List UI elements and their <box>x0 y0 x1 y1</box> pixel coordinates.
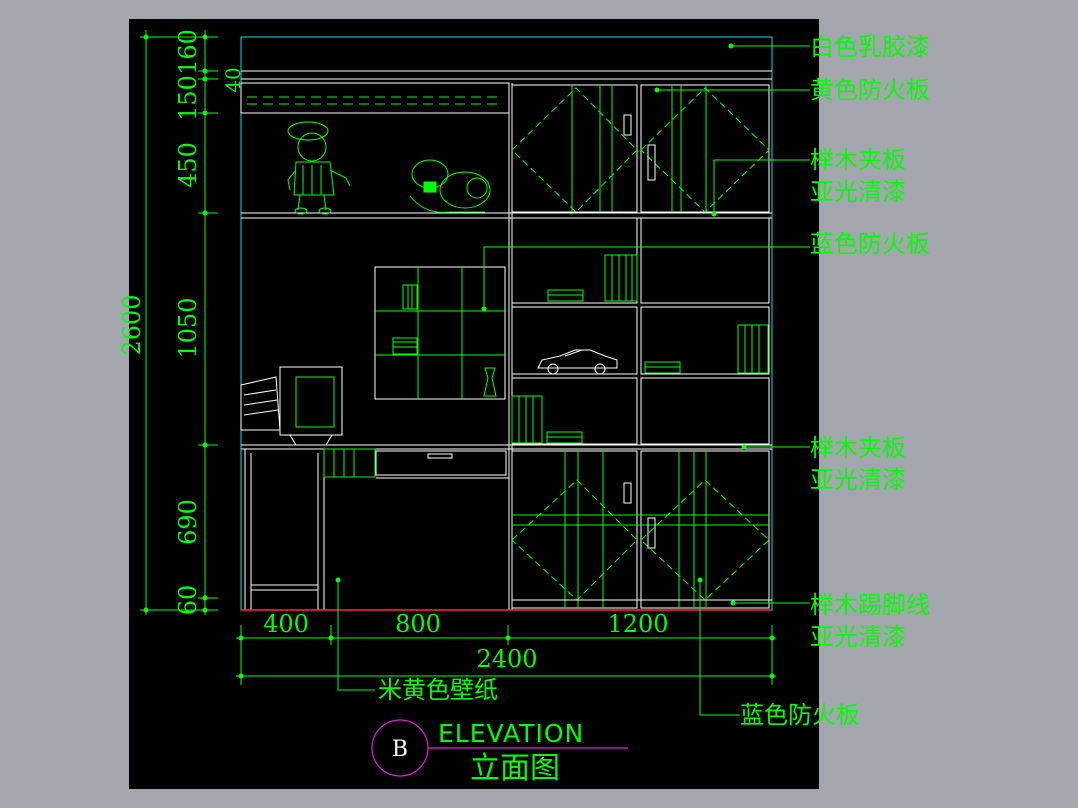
plush-toy-drawing <box>409 159 491 213</box>
toy-car-drawing <box>537 349 618 375</box>
dim-1200: 1200 <box>607 610 668 638</box>
note-beech-plywood-1-line1: 榉木夹板 <box>810 146 906 174</box>
note-beech-plywood-2-line1: 榉木夹板 <box>810 434 906 462</box>
dim-150: 150 <box>174 75 202 121</box>
dim-690: 690 <box>174 499 202 545</box>
title-en: ELEVATION <box>438 719 584 748</box>
note-blue-fireproof-board-1: 蓝色防火板 <box>810 230 930 258</box>
monitor-drawing <box>240 366 343 446</box>
dim-60: 60 <box>174 585 202 616</box>
dim-800: 800 <box>395 610 441 638</box>
title-zh: 立面图 <box>470 751 560 786</box>
dim-40: 40 <box>221 67 245 92</box>
dim-overall-height: 2600 <box>118 294 146 355</box>
dim-400: 400 <box>263 610 309 638</box>
dim-overall-width: 2400 <box>476 645 537 673</box>
note-beech-plywood-2-line2: 亚光清漆 <box>810 466 906 494</box>
note-beech-plywood-1-line2: 亚光清漆 <box>810 178 906 206</box>
cabinet-elevation <box>240 36 773 611</box>
note-beige-wallpaper: 米黄色壁纸 <box>378 676 498 704</box>
drawing-sheet <box>129 19 819 789</box>
note-beech-skirting-line2: 亚光清漆 <box>810 623 906 651</box>
dim-1050: 1050 <box>174 297 202 358</box>
leader-lines <box>337 45 810 716</box>
dim-160: 160 <box>174 29 202 75</box>
note-blue-fireproof-board-2: 蓝色防火板 <box>740 701 860 729</box>
dimension-ticks <box>143 34 775 679</box>
dim-450: 450 <box>174 142 202 188</box>
note-yellow-fireproof-board: 黄色防火板 <box>810 76 930 104</box>
cartoon-figure-drawing <box>287 121 351 215</box>
note-beech-skirting-line1: 榉木踢脚线 <box>810 591 930 619</box>
note-white-latex-paint: 白色乳胶漆 <box>810 33 930 61</box>
section-tag: B <box>392 737 408 762</box>
title-block: B ELEVATION 立面图 <box>371 719 628 786</box>
